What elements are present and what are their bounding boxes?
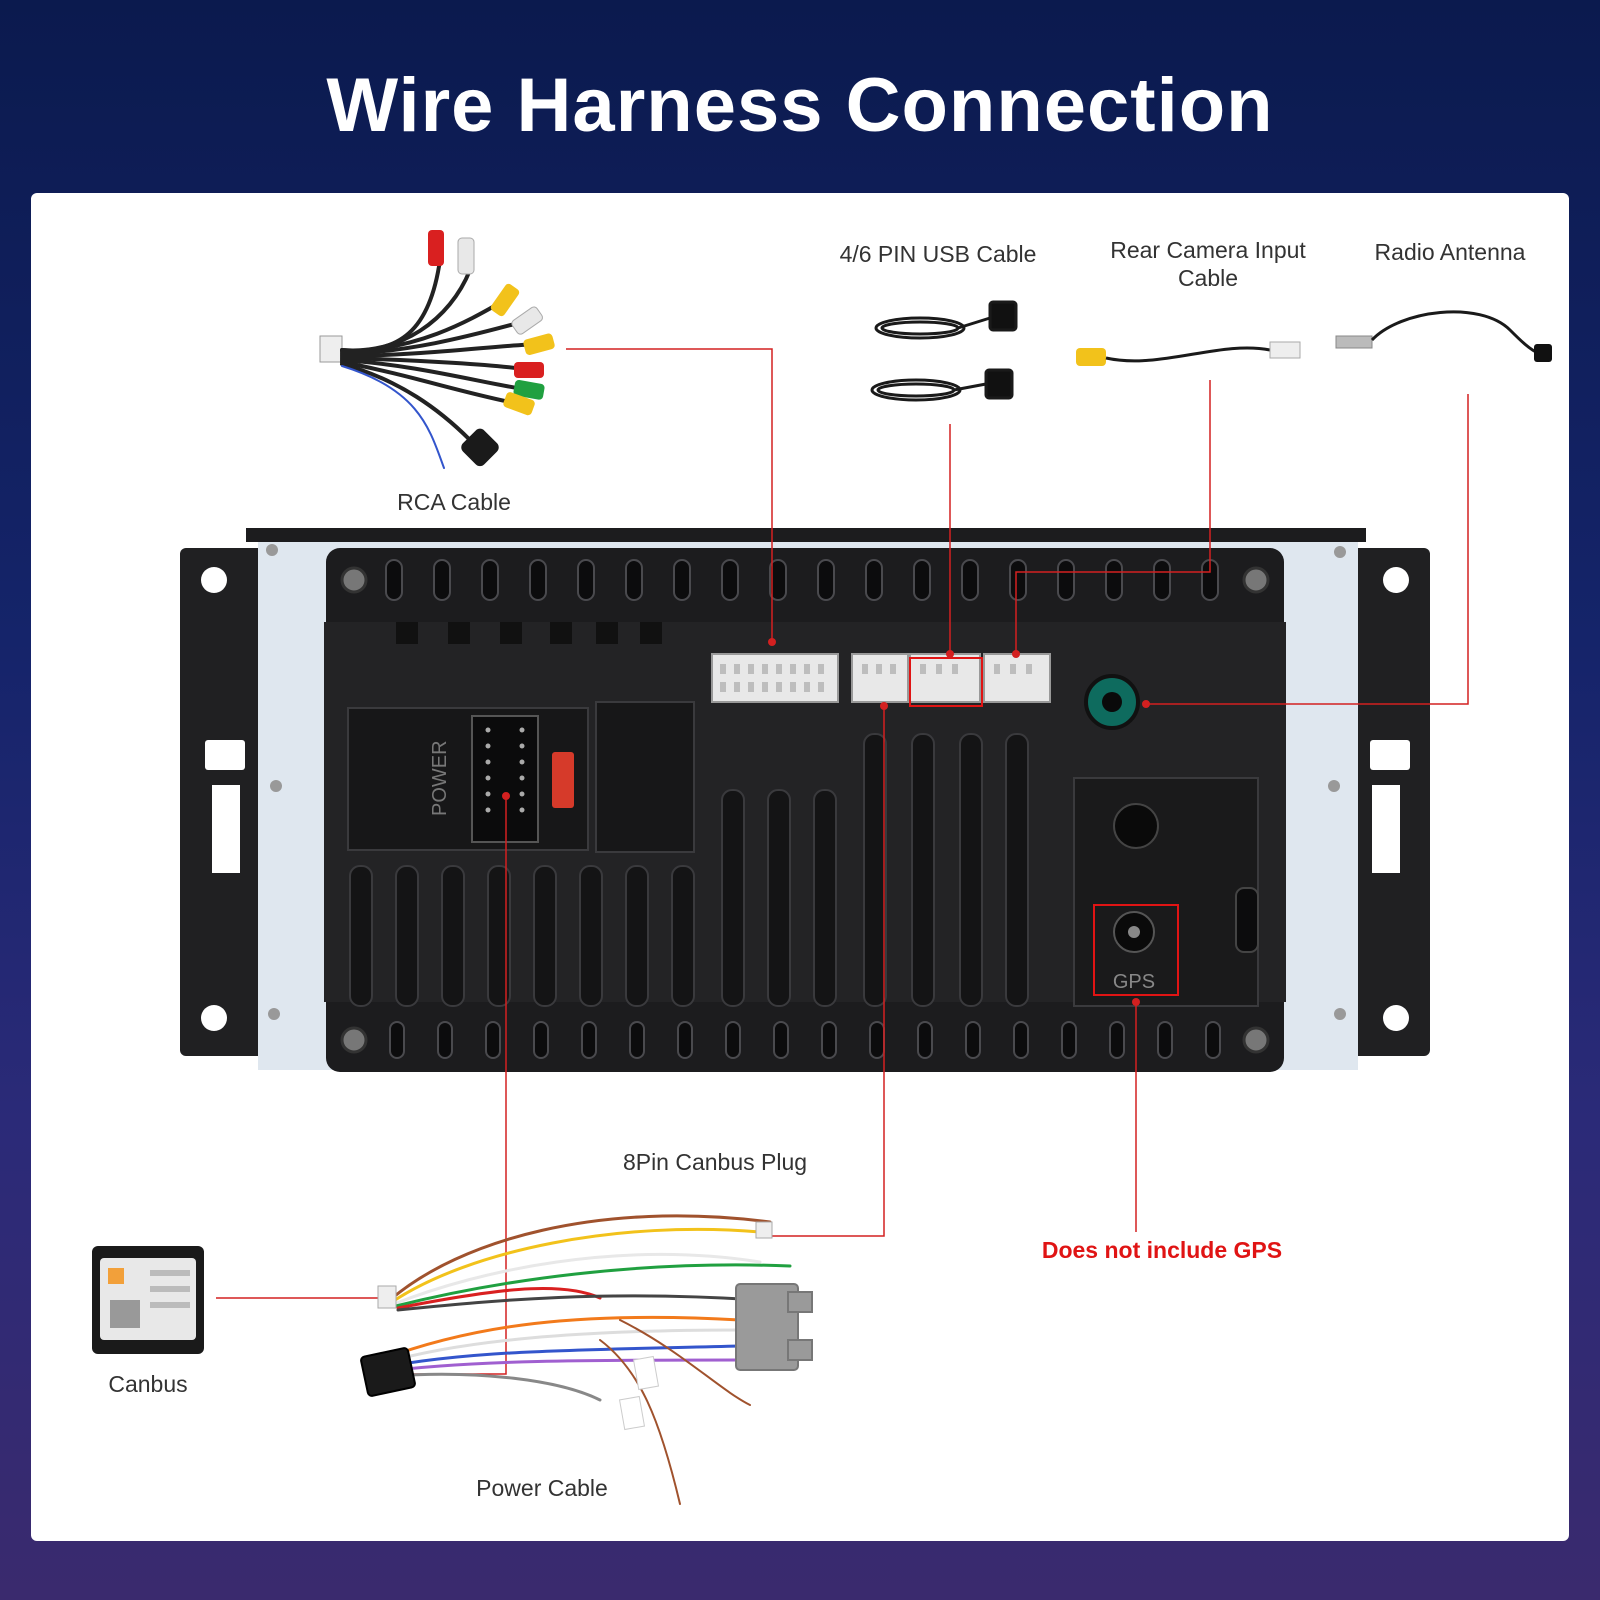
power-port-label: POWER xyxy=(429,740,451,816)
canbus-plug-line xyxy=(770,706,885,1237)
white-connectors xyxy=(711,653,1051,703)
page-title: Wire Harness Connection xyxy=(326,63,1274,148)
rca-cable-image xyxy=(319,230,555,469)
rca-cable-label: RCA Cable xyxy=(397,489,511,515)
canbus-plug-label: 8Pin Canbus Plug xyxy=(622,1149,808,1175)
power-socket xyxy=(347,707,589,851)
usb-cable-label: 4/6 PIN USB Cable xyxy=(839,241,1037,267)
canbus-label: Canbus xyxy=(108,1371,188,1397)
antenna-line xyxy=(1146,394,1469,705)
power-cable-image xyxy=(360,1214,813,1505)
head-unit: POWER GPS xyxy=(180,528,1430,1072)
canbus-box-image xyxy=(92,1246,204,1354)
gps-port-label: GPS xyxy=(1113,971,1155,993)
gps-port-highlight xyxy=(1093,904,1179,996)
usb-cable-image xyxy=(870,300,1018,402)
connection-lines xyxy=(216,348,1469,1375)
camera-line xyxy=(1015,380,1211,654)
antenna-cable-image xyxy=(1335,310,1552,362)
antenna-label: Radio Antenna xyxy=(1374,239,1526,265)
camera-cable-image xyxy=(1076,341,1301,366)
usb-port-highlight xyxy=(909,657,983,707)
camera-cable-label: Rear Camera Input Cable xyxy=(1110,237,1306,291)
rca-line xyxy=(566,348,773,642)
power-cable-label: Power Cable xyxy=(476,1475,608,1501)
gps-note-label: Does not include GPS xyxy=(1041,1237,1283,1263)
